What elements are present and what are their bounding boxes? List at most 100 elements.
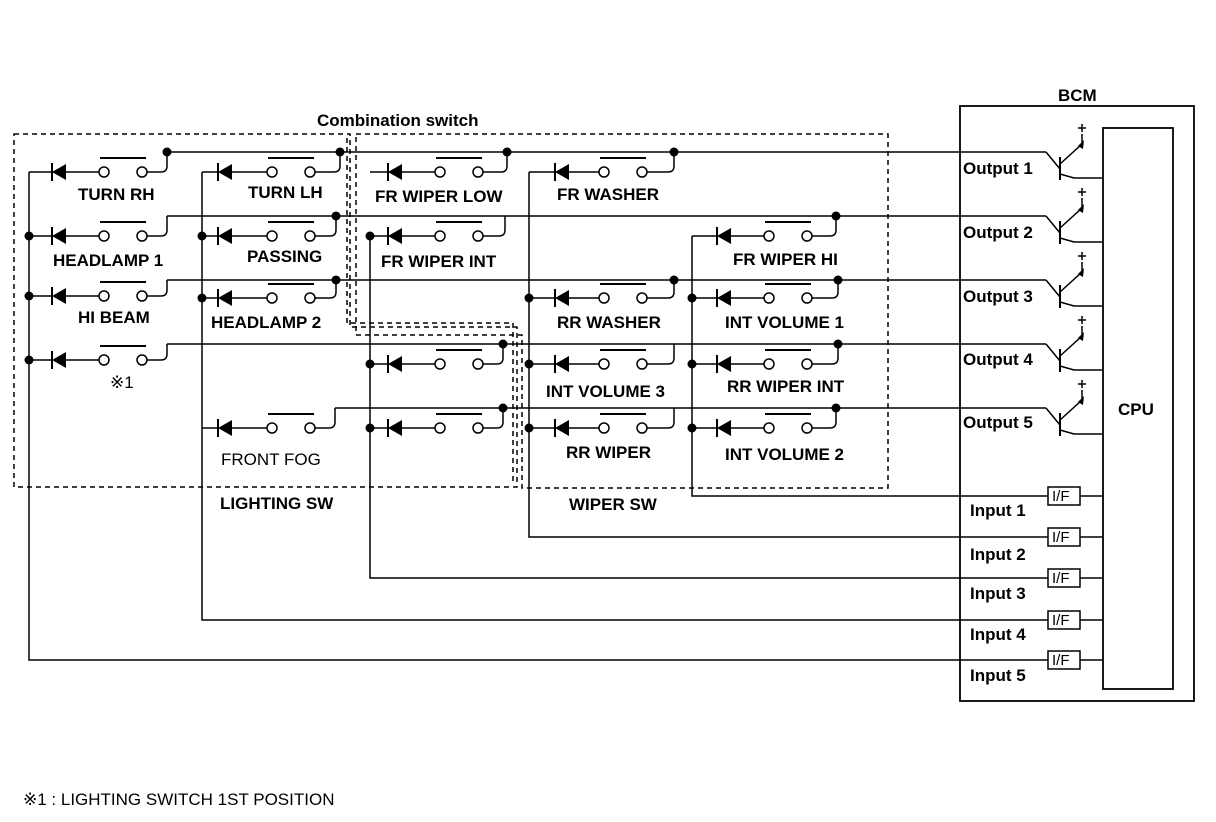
- diode-icon: [555, 420, 569, 436]
- bcm-title: BCM: [1058, 86, 1097, 105]
- contact-icon: [304, 166, 316, 178]
- turn-lh-label: TURN LH: [248, 183, 323, 202]
- if-label-2: I/F: [1052, 529, 1070, 546]
- int-volume3-label: INT VOLUME 3: [546, 382, 665, 401]
- contact-icon: [434, 358, 446, 370]
- junction-dot: [524, 423, 534, 433]
- output-transistor-2: [1045, 188, 1103, 244]
- hi-beam-label: HI BEAM: [78, 308, 150, 327]
- input-4-label: Input 4: [970, 625, 1026, 644]
- contact-icon: [136, 166, 148, 178]
- if-label-5: I/F: [1052, 652, 1070, 669]
- turn-rh-label: TURN RH: [78, 185, 155, 204]
- contact-icon: [434, 230, 446, 242]
- output-3-label: Output 3: [963, 287, 1033, 306]
- lighting-switch-box: [13, 133, 518, 488]
- output-transistor-4: [1045, 316, 1103, 372]
- contact-icon: [136, 290, 148, 302]
- contact-icon: [434, 422, 446, 434]
- switch-passing: [197, 211, 341, 245]
- switch-fr-wiper-low: [370, 147, 512, 181]
- input-lines: [28, 172, 1103, 661]
- combination-switch-title: Combination switch: [317, 111, 479, 130]
- switch-headlamp2: [197, 275, 341, 307]
- contact-icon: [598, 358, 610, 370]
- junction-dot: [831, 403, 841, 413]
- junction-dot: [24, 291, 34, 301]
- diode-icon: [555, 164, 569, 180]
- diode-icon: [52, 352, 66, 368]
- diode-icon: [218, 420, 232, 436]
- passing-label: PASSING: [247, 247, 322, 266]
- if-label-1: I/F: [1052, 488, 1070, 505]
- switch-int-volume1: [687, 275, 843, 307]
- contact-icon: [136, 354, 148, 366]
- contact-icon: [472, 358, 484, 370]
- rr-washer-label: RR WASHER: [557, 313, 661, 332]
- switch-fr-wiper-hi: [692, 211, 841, 245]
- junction-dot: [365, 359, 375, 369]
- diode-icon: [555, 356, 569, 372]
- junction-dot: [498, 339, 508, 349]
- note-mark-label: ※1: [110, 373, 134, 392]
- junction-dot: [498, 403, 508, 413]
- diode-icon: [218, 290, 232, 306]
- switch-rr-washer: [524, 275, 679, 307]
- footnote: ※1 : LIGHTING SWITCH 1ST POSITION: [23, 790, 334, 809]
- diode-icon: [52, 288, 66, 304]
- rr-wiper-int-label: RR WIPER INT: [727, 377, 845, 396]
- switch-fr-wiper-int: [365, 216, 506, 245]
- contact-icon: [98, 166, 110, 178]
- diode-icon: [388, 420, 402, 436]
- input-1-label: Input 1: [970, 501, 1026, 520]
- switch-front-fog: [202, 408, 336, 437]
- diode-icon: [218, 164, 232, 180]
- contact-icon: [266, 166, 278, 178]
- contact-icon: [636, 292, 648, 304]
- switch-light-row5: [365, 403, 508, 437]
- junction-dot: [669, 147, 679, 157]
- interface-boxes: [1047, 486, 1081, 670]
- fr-wiper-int-label: FR WIPER INT: [381, 252, 497, 271]
- contact-icon: [472, 230, 484, 242]
- switch-note1: [24, 344, 168, 369]
- input-2-label: Input 2: [970, 545, 1026, 564]
- switch-int-volume2: [687, 403, 841, 437]
- contact-icon: [598, 292, 610, 304]
- junction-dot: [365, 231, 375, 241]
- switch-rr-wiper-int: [687, 339, 843, 373]
- fr-wiper-low-label: FR WIPER LOW: [375, 187, 503, 206]
- diode-icon: [388, 164, 402, 180]
- contact-icon: [98, 230, 110, 242]
- junction-dot: [524, 359, 534, 369]
- contact-icon: [801, 292, 813, 304]
- switch-int-volume3: [524, 344, 675, 373]
- switch-elements: [24, 147, 843, 437]
- diode-icon: [52, 164, 66, 180]
- int-volume1-label: INT VOLUME 1: [725, 313, 844, 332]
- contact-icon: [266, 422, 278, 434]
- diode-icon: [717, 420, 731, 436]
- contact-icon: [636, 358, 648, 370]
- contact-icon: [304, 292, 316, 304]
- contact-icon: [763, 230, 775, 242]
- diode-icon: [388, 228, 402, 244]
- diode-icon: [717, 356, 731, 372]
- interface-labels: I/F I/F I/F I/F I/F: [1052, 488, 1070, 669]
- junction-dot: [502, 147, 512, 157]
- switch-turn-lh: [202, 147, 345, 181]
- contact-icon: [801, 358, 813, 370]
- if-label-3: I/F: [1052, 570, 1070, 587]
- combination-switch-box-inner: [346, 138, 514, 485]
- output-4-label: Output 4: [963, 350, 1033, 369]
- input-5-label: Input 5: [970, 666, 1026, 685]
- int-volume2-label: INT VOLUME 2: [725, 445, 844, 464]
- output-2-label: Output 2: [963, 223, 1033, 242]
- diode-icon: [52, 228, 66, 244]
- cpu-label: CPU: [1118, 400, 1154, 419]
- switch-light-row4: [365, 339, 508, 373]
- junction-dot: [831, 211, 841, 221]
- junction-dot: [197, 231, 207, 241]
- contact-icon: [636, 422, 648, 434]
- contact-icon: [434, 166, 446, 178]
